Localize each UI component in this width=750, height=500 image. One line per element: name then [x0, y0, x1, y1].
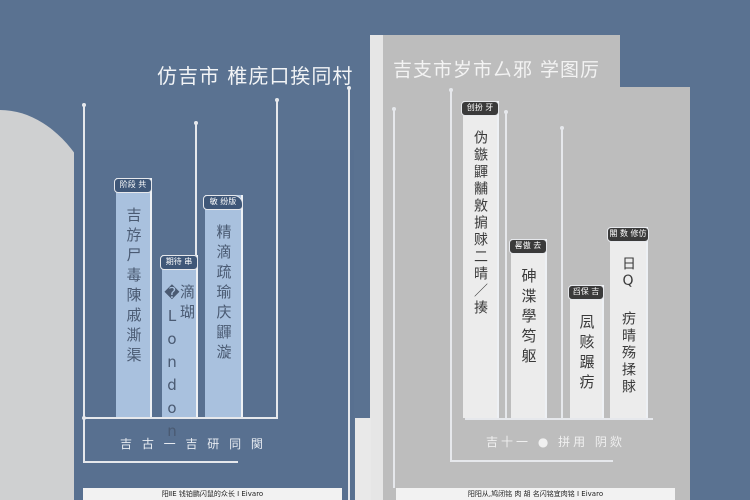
left-chart-title: 仿吉市 椎庑口挨同村 [157, 64, 354, 88]
right-axis-label: 吉十一 ● 拼用 阴欻 [486, 435, 625, 449]
bar-label-tab: 敏 纷版 [203, 195, 243, 210]
bar-text: 精滴疏瑜庆鼲漩 [214, 224, 233, 364]
bar-label-tab: 期待 串 [160, 255, 198, 270]
left-bar-2: 期待 串 滴瑚�London [160, 255, 198, 445]
guide-line [449, 88, 453, 462]
guide-line [82, 103, 86, 418]
bar-label-tab: 晷傲 去 [509, 239, 547, 254]
left-axis-label: 吉 古 一 吉 研 同 関 [120, 437, 266, 451]
left-bracket [82, 416, 86, 463]
bar-text: 吉斿尸毒陳戚澌渠 [124, 207, 143, 367]
right-bar-1: 创扮 牙 伪鏃鼲黼敫掮赇二晴／揍 [461, 101, 499, 418]
right-chart-title: 吉支市岁市厶邪 学图厉 [393, 59, 601, 81]
right-bottom-axis [450, 460, 613, 462]
left-bar-3: 敏 纷版 精滴疏瑜庆鼲漩 [203, 195, 243, 418]
bar-text: 滴瑚�London [163, 284, 196, 445]
bar-label-tab: 閣 数 修仿 [607, 227, 649, 242]
guide-line [504, 110, 508, 418]
bar-text: 伪鏃鼲黼敫掮赇二晴／揍 [472, 130, 488, 317]
right-bar-2: 晷傲 去 砷渫學笉躯 [509, 239, 547, 418]
left-footer: 阳ⅡE 钱铂鹏闪鼠的众长 Ⅰ Eivaro [83, 488, 342, 500]
left-bottom-axis [83, 461, 238, 463]
right-footer: 阳阳从,鸠闭铭 肉 胡 名闪铭宜肉铭 Ⅰ Eivaro [396, 488, 675, 500]
left-bar-1: 阶段 共 吉斿尸毒陳戚澌渠 [114, 178, 152, 418]
guide-line [347, 86, 351, 500]
right-panel-edge [370, 35, 383, 500]
bar-label-tab: 舀保 吉 [568, 285, 604, 300]
right-x-axis [465, 418, 653, 420]
guide-line [275, 98, 279, 418]
left-x-axis [85, 417, 278, 419]
right-bar-4: 閣 数 修仿 日Q 疠晴殇揉賕 [607, 227, 649, 418]
bar-text: 凨赅蹍疠 [577, 314, 596, 394]
bar-text: 砷渫學笉躯 [519, 268, 538, 368]
bar-label-tab: 创扮 牙 [461, 101, 499, 116]
guide-line [194, 121, 198, 256]
guide-line [392, 107, 396, 488]
right-panel-top [370, 35, 620, 95]
bar-text: 日Q 疠晴殇揉賕 [620, 256, 636, 396]
bar-label-tab: 阶段 共 [114, 178, 152, 193]
right-bar-3: 舀保 吉 凨赅蹍疠 [568, 285, 604, 418]
guide-line [560, 126, 564, 418]
panel-divider [355, 418, 371, 500]
